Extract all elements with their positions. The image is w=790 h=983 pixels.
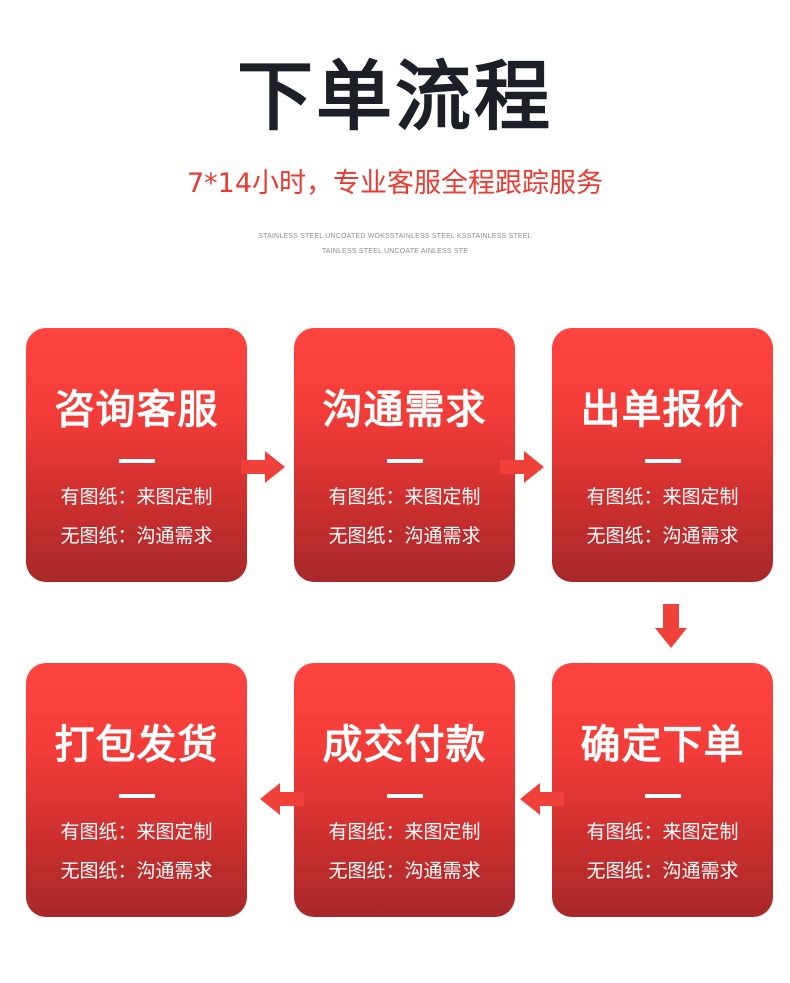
- step-line-with-drawing: 有图纸：来图定制: [328, 486, 481, 508]
- step-title: 咨询客服: [54, 387, 219, 433]
- step-card-communicate: 沟通需求 有图纸：来图定制 无图纸：沟通需求: [294, 328, 515, 582]
- step-divider: [119, 459, 155, 463]
- fine-print-line-1: STAINLESS STEEL UNCOATED WOKSSTAINLESS S…: [258, 233, 532, 240]
- step-line-without-drawing: 无图纸：沟通需求: [328, 525, 481, 547]
- arrow-left-icon: [520, 783, 564, 815]
- step-divider: [645, 794, 681, 798]
- step-divider: [387, 459, 423, 463]
- step-line-without-drawing: 无图纸：沟通需求: [328, 860, 481, 882]
- fine-print-line-2: TAINLESS STEEL UNCOATE AINLESS STE: [321, 248, 469, 255]
- arrow-right-icon: [500, 451, 544, 483]
- arrow-right-icon: [241, 451, 285, 483]
- step-title: 沟通需求: [322, 387, 487, 433]
- step-card-quote: 出单报价 有图纸：来图定制 无图纸：沟通需求: [552, 328, 773, 582]
- step-card-ship: 打包发货 有图纸：来图定制 无图纸：沟通需求: [26, 663, 247, 917]
- step-line-with-drawing: 有图纸：来图定制: [586, 486, 739, 508]
- step-line-without-drawing: 无图纸：沟通需求: [586, 860, 739, 882]
- page-subtitle: 7*14小时，专业客服全程跟踪服务: [186, 168, 604, 199]
- arrow-down-icon: [655, 604, 687, 648]
- step-line-with-drawing: 有图纸：来图定制: [60, 821, 213, 843]
- step-title: 确定下单: [580, 722, 745, 768]
- step-line-with-drawing: 有图纸：来图定制: [60, 486, 213, 508]
- step-divider: [119, 794, 155, 798]
- step-title: 成交付款: [322, 722, 487, 768]
- step-divider: [645, 459, 681, 463]
- step-card-confirm-order: 确定下单 有图纸：来图定制 无图纸：沟通需求: [552, 663, 773, 917]
- step-line-with-drawing: 有图纸：来图定制: [328, 821, 481, 843]
- step-line-with-drawing: 有图纸：来图定制: [586, 821, 739, 843]
- step-line-without-drawing: 无图纸：沟通需求: [60, 860, 213, 882]
- step-divider: [387, 794, 423, 798]
- step-title: 打包发货: [54, 722, 219, 768]
- step-line-without-drawing: 无图纸：沟通需求: [586, 525, 739, 547]
- step-card-pay: 成交付款 有图纸：来图定制 无图纸：沟通需求: [294, 663, 515, 917]
- step-card-consult: 咨询客服 有图纸：来图定制 无图纸：沟通需求: [26, 328, 247, 582]
- step-title: 出单报价: [580, 387, 745, 433]
- arrow-left-icon: [260, 783, 304, 815]
- step-line-without-drawing: 无图纸：沟通需求: [60, 525, 213, 547]
- page-title: 下单流程: [237, 52, 553, 141]
